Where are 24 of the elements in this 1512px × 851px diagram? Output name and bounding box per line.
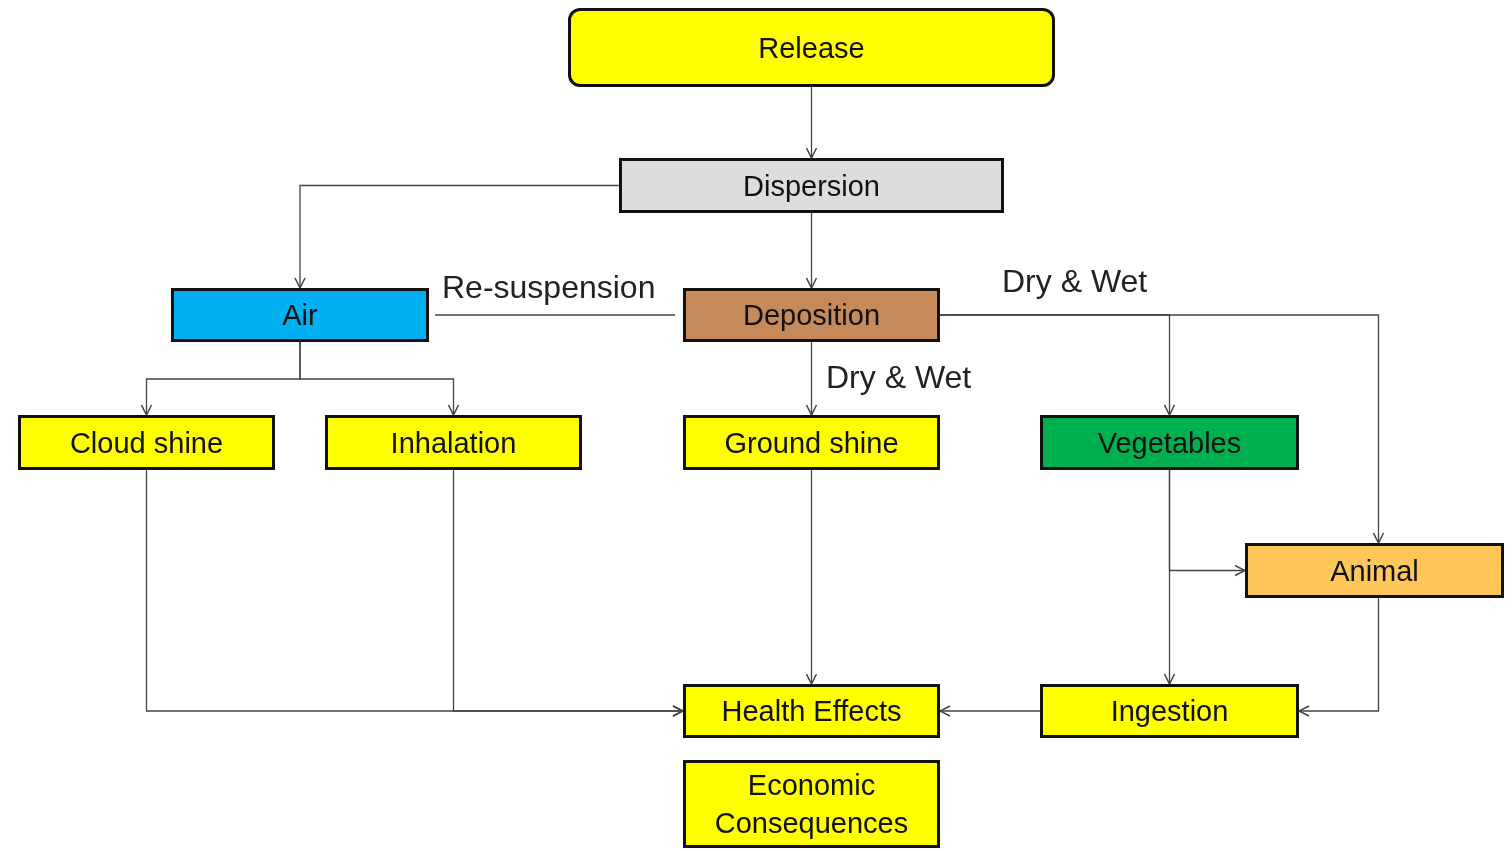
arrow: [299, 341, 460, 416]
process-box: Health Effects: [683, 684, 940, 738]
terminal-box: Release: [568, 8, 1055, 87]
connector-line: [434, 314, 676, 316]
process-box: Air: [171, 288, 429, 342]
process-box: Ground shine: [683, 415, 940, 470]
process-box: Dispersion: [619, 158, 1004, 213]
process-box: Vegetables: [1040, 415, 1299, 470]
arrow: [805, 86, 818, 159]
process-box: Economic Consequences: [683, 760, 940, 848]
process-box: Cloud shine: [18, 415, 275, 470]
arrow: [1163, 469, 1176, 685]
process-box: Inhalation: [325, 415, 582, 470]
arrow: [939, 705, 1041, 717]
arrow: [805, 469, 818, 685]
arrow: [294, 184, 620, 289]
arrow: [452, 469, 684, 717]
process-box: Animal: [1245, 543, 1504, 598]
process-box: Ingestion: [1040, 684, 1299, 738]
arrow: [1298, 597, 1380, 717]
process-box: Deposition: [683, 288, 940, 342]
arrow: [939, 314, 1385, 544]
arrow: [805, 341, 818, 416]
arrow: [805, 212, 818, 289]
